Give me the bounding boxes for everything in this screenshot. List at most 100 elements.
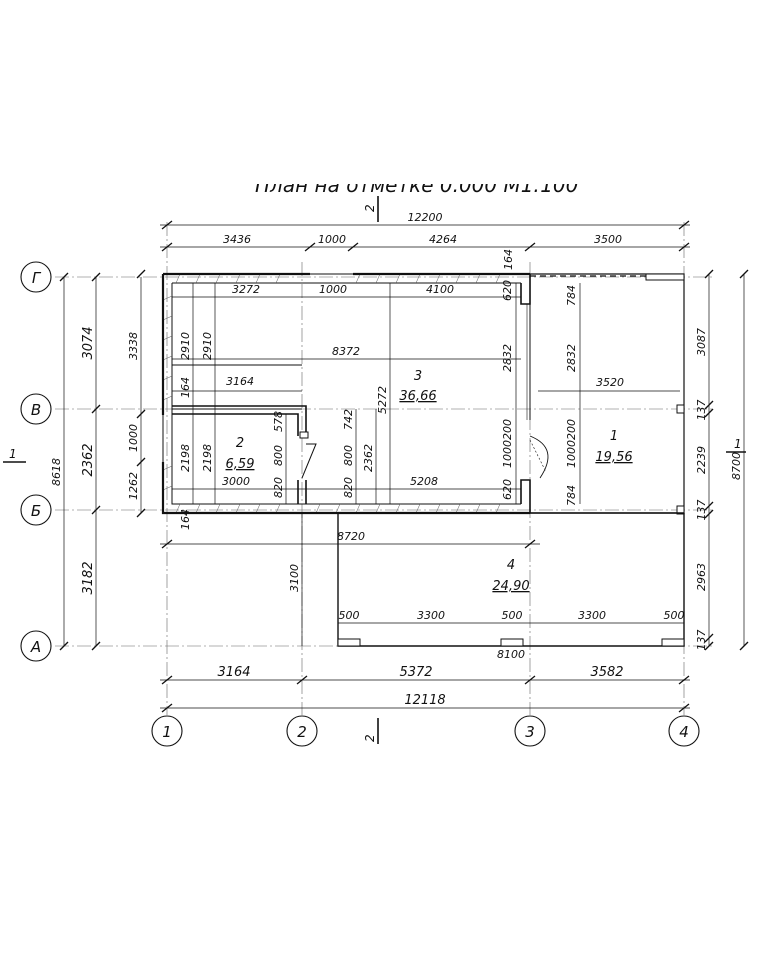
- section-marks: 2 2 1 1: [3, 196, 746, 744]
- dim-bottom-chain-2: 3582: [590, 665, 623, 680]
- dim-578: 578: [272, 411, 285, 432]
- axis-row-g: Г: [32, 269, 42, 287]
- dim-left-chain-0: 3074: [81, 326, 96, 359]
- dim-top-164: 164: [502, 249, 515, 270]
- dim-top-chain-3: 3500: [594, 233, 622, 246]
- dim-bottom-overall: 12118: [404, 693, 445, 708]
- dim-784-bot: 784: [565, 485, 578, 506]
- dim-left-1262: 1262: [127, 472, 140, 500]
- dim-annex-3100: 3100: [288, 564, 301, 592]
- dim-bottom-chain-0: 3164: [217, 665, 250, 680]
- dim-742: 742: [342, 409, 355, 430]
- dim-right-chain-3: 137: [695, 500, 708, 521]
- dim-620-top: 620: [501, 280, 514, 301]
- axis-col-1: 1: [162, 723, 172, 741]
- dim-5208: 5208: [410, 475, 438, 488]
- dim-porch-2: 500: [502, 609, 523, 622]
- room-label-4: 4 24,90: [492, 558, 529, 594]
- plan-title-fragment: План на отметке 0.000 М1:100: [255, 173, 578, 197]
- dim-left-chain-2: 3182: [81, 561, 96, 594]
- right-dimensions: 3087 137 2239 137 2963 137 8700: [695, 269, 749, 651]
- room-area: 6,59: [226, 457, 255, 472]
- dim-820-a: 820: [272, 477, 285, 498]
- axis-row-b: Б: [31, 502, 41, 520]
- axis-bubbles: 1 2 3 4 Г В Б А: [20, 261, 700, 747]
- dim-porch-4: 500: [664, 609, 685, 622]
- dim-2198-a: 2198: [179, 444, 192, 472]
- room-label-1: 1 19,56: [595, 429, 632, 465]
- interior-dimensions: 8372 3164 3520 620 784 2832 2832 5272 74…: [172, 280, 680, 530]
- dim-2362-mid: 2362: [362, 444, 375, 472]
- dim-3520: 3520: [596, 376, 624, 389]
- room-area: 24,90: [492, 579, 529, 594]
- dim-2910-b: 2910: [201, 332, 214, 360]
- bottom-dimensions: 3164 5372 3582 12118: [160, 665, 690, 713]
- dim-right-chain-0: 3087: [695, 328, 708, 356]
- dim-800-a: 800: [272, 445, 285, 466]
- building-walls: [161, 272, 685, 647]
- dim-620-bot: 620: [501, 479, 514, 500]
- dim-left-3338: 3338: [127, 332, 140, 360]
- dim-inner-top-0: 3272: [232, 283, 260, 296]
- dim-porch-overall: 8100: [497, 648, 525, 661]
- dim-200-door-a: 200: [501, 419, 514, 440]
- dim-inner-top-1: 1000: [319, 283, 347, 296]
- room-number: 4: [507, 558, 515, 573]
- dim-3000: 3000: [222, 475, 250, 488]
- dim-top-chain-0: 3436: [223, 233, 251, 246]
- dim-8372: 8372: [332, 345, 360, 358]
- room-area: 36,66: [399, 389, 436, 404]
- dim-1000-door-b: 1000: [565, 440, 578, 468]
- dim-bottom-chain-1: 5372: [399, 665, 432, 680]
- dim-top-chain-1: 1000: [318, 233, 346, 246]
- dim-164-left-bot: 164: [179, 509, 192, 530]
- dim-right-chain-2: 2239: [695, 446, 708, 474]
- room-number: 3: [414, 369, 422, 384]
- top-dimensions: 12200 3436 1000 4264 3500 164 3272 1000 …: [160, 211, 690, 298]
- axis-col-2: 2: [297, 723, 307, 741]
- dim-2832-b: 2832: [565, 344, 578, 372]
- dim-2832-a: 2832: [501, 344, 514, 372]
- dim-820-b: 820: [342, 477, 355, 498]
- dim-2910-a: 2910: [179, 332, 192, 360]
- dim-annex-8720: 8720: [337, 530, 365, 543]
- axis-row-v: В: [31, 401, 41, 419]
- section-mark-bottom: 2: [363, 734, 377, 742]
- dim-right-chain-4: 2963: [695, 563, 708, 591]
- room-label-3: 3 36,66: [399, 369, 436, 404]
- room-number: 2: [236, 436, 244, 451]
- left-dimensions: 8618 3074 2362 3182 3338 1000 1262: [50, 269, 146, 651]
- dim-5272: 5272: [376, 386, 389, 414]
- dim-200-door-b: 200: [565, 419, 578, 440]
- dim-800-b: 800: [342, 445, 355, 466]
- dim-1000-door-a: 1000: [501, 440, 514, 468]
- section-mark-right: 1: [734, 437, 742, 451]
- dim-porch-1: 3300: [417, 609, 445, 622]
- dim-right-chain-5: 137: [695, 630, 708, 651]
- dim-left-overall: 8618: [50, 458, 63, 486]
- dim-porch-0: 500: [339, 609, 360, 622]
- room-label-2: 2 6,59: [226, 436, 255, 472]
- dim-left-chain-1: 2362: [81, 443, 96, 476]
- annex-dimensions: 8720 3100 500 3300 500 3300 500 8100: [160, 513, 685, 661]
- axis-col-4: 4: [679, 723, 689, 741]
- axis-row-a: А: [30, 638, 41, 656]
- dim-top-overall: 12200: [408, 211, 443, 224]
- section-mark-top: 2: [363, 204, 377, 212]
- dim-784-top: 784: [565, 285, 578, 306]
- dim-3164-mid: 3164: [226, 375, 254, 388]
- axis-grid: [55, 222, 715, 715]
- room-number: 1: [610, 429, 618, 444]
- axis-col-3: 3: [525, 723, 535, 741]
- dim-inner-top-2: 4100: [426, 283, 454, 296]
- dim-left-1000: 1000: [127, 424, 140, 452]
- dim-right-chain-1: 137: [695, 400, 708, 421]
- dim-right-overall: 8700: [730, 452, 743, 480]
- dim-164-left-top: 164: [179, 377, 192, 398]
- section-mark-left: 1: [9, 447, 17, 461]
- room-area: 19,56: [595, 450, 632, 465]
- dim-porch-3: 3300: [578, 609, 606, 622]
- dim-top-chain-2: 4264: [429, 233, 457, 246]
- dim-2198-b: 2198: [201, 444, 214, 472]
